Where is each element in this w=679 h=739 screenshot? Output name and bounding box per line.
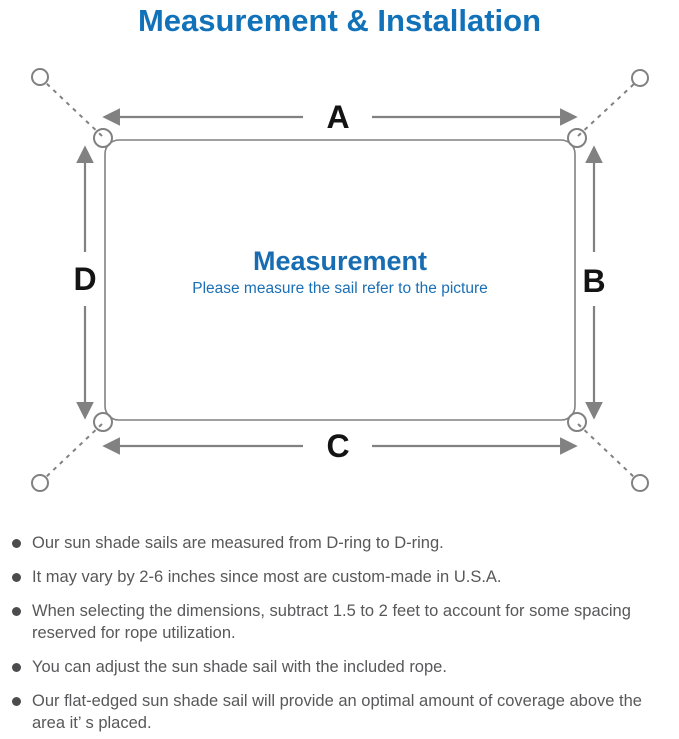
d-rings (93, 128, 587, 432)
d-ring-icon-top-right (567, 128, 587, 148)
list-item: Our flat-edged sun shade sail will provi… (10, 690, 670, 734)
anchor-point-icon-top-right (631, 69, 649, 87)
dimension-label-a: A (326, 99, 349, 135)
anchor-points (31, 68, 649, 492)
dimension-arrow-d: D (73, 145, 97, 420)
measurement-diagram: A C D B Measurement Please me (0, 40, 679, 510)
bullet-icon (12, 697, 21, 706)
page-title: Measurement & Installation (137, 3, 542, 38)
dimension-label-b: B (582, 263, 605, 299)
bullet-icon (12, 539, 21, 548)
dimension-arrow-b: B (582, 145, 606, 420)
bullet-icon (12, 607, 21, 616)
notes-list: Our sun shade sails are measured from D-… (10, 532, 670, 739)
bullet-icon (12, 663, 21, 672)
dashed-tie-line-top-right (577, 83, 635, 137)
note-text: It may vary by 2-6 inches since most are… (32, 568, 502, 586)
d-ring-icon-bottom-left (93, 412, 113, 432)
note-text: You can adjust the sun shade sail with t… (32, 658, 447, 676)
dashed-tie-line-bottom-left (45, 423, 103, 478)
diagram-center-subtitle: Please measure the sail refer to the pic… (192, 280, 488, 297)
dashed-tie-lines (45, 82, 635, 478)
list-item: When selecting the dimensions, subtract … (10, 600, 670, 644)
dimension-label-c: C (326, 428, 349, 464)
d-ring-icon-bottom-right (567, 412, 587, 432)
bullet-icon (12, 573, 21, 582)
d-ring-icon-top-left (93, 128, 113, 148)
dimension-arrow-a: A (102, 99, 578, 135)
list-item: You can adjust the sun shade sail with t… (10, 656, 670, 678)
dashed-tie-line-bottom-right (577, 423, 635, 478)
list-item: It may vary by 2-6 inches since most are… (10, 566, 670, 588)
diagram-center-title: Measurement (253, 246, 427, 276)
dashed-tie-line-top-left (45, 82, 103, 137)
note-text: When selecting the dimensions, subtract … (32, 602, 631, 642)
list-item: Our sun shade sails are measured from D-… (10, 532, 670, 554)
anchor-point-icon-bottom-left (31, 474, 49, 492)
note-text: Our sun shade sails are measured from D-… (32, 534, 444, 552)
dimension-arrow-c: C (102, 428, 578, 464)
dimension-label-d: D (73, 261, 96, 297)
sail-outline (104, 139, 576, 421)
anchor-point-icon-bottom-right (631, 474, 649, 492)
note-text: Our flat-edged sun shade sail will provi… (32, 692, 642, 732)
measurement-diagram-svg: A C D B Measurement Please me (31, 68, 649, 492)
anchor-point-icon-top-left (31, 68, 49, 86)
